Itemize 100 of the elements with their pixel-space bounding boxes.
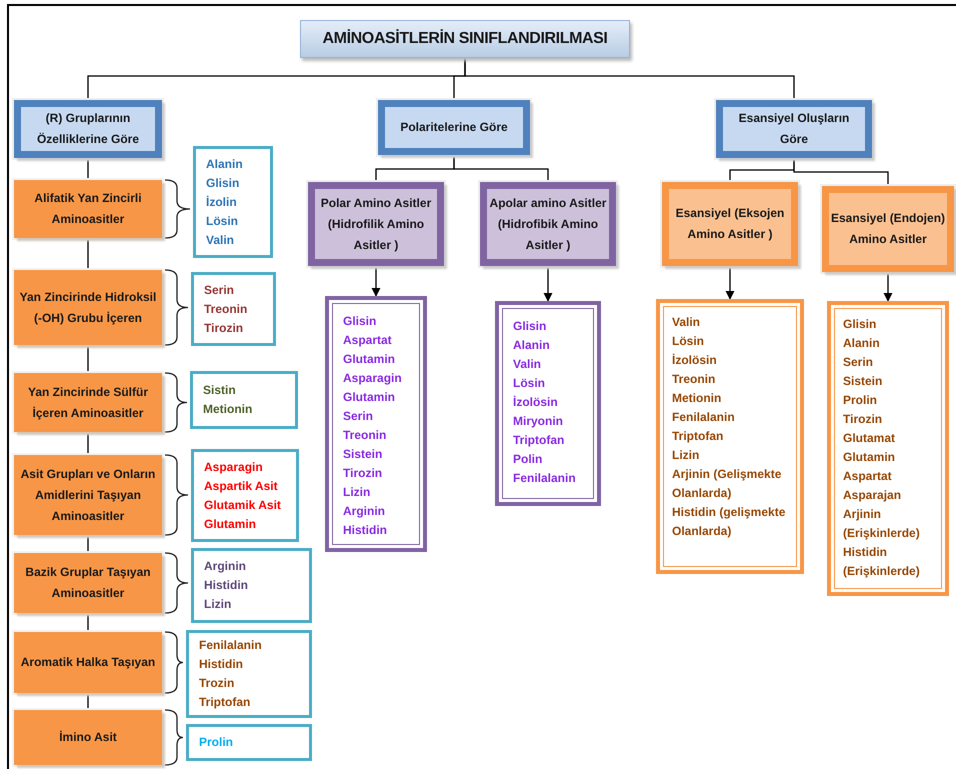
list-box <box>193 146 273 258</box>
list-box <box>191 449 299 542</box>
connector-line <box>464 58 795 100</box>
amino-acid-name: Alanin <box>206 156 243 172</box>
box-label: Alifatik Yan Zincirli Aminoasitler <box>33 190 143 228</box>
box-label: Asit Grupları ve Onların Amidlerini Taşıyan Aminoasitler <box>20 466 156 524</box>
amino-acid-name: Arjinin (Gelişmekte Olanlarda) <box>672 466 782 502</box>
amino-acid-name: Miryonin <box>513 413 563 430</box>
amino-acid-name: Glutamin <box>343 351 396 368</box>
amino-acid-name: Glisin <box>843 316 876 333</box>
box-label: AMİNOASİTLERİN SINIFLANDIRILMASI <box>322 30 608 48</box>
box-label: Esansiyel (Endojen) Amino Asitler <box>830 210 946 248</box>
amino-acid-name: Treonin <box>672 371 716 388</box>
amino-acid-name: Aspartik Asit <box>204 478 278 494</box>
amino-acid-name: Asparagin <box>343 370 402 387</box>
amino-acid-name: Histidin <box>204 577 248 594</box>
list-box <box>656 299 804 574</box>
group-box <box>14 632 162 693</box>
amino-acid-name: Valin <box>672 314 700 331</box>
amino-acid-name: Lizin <box>343 484 370 501</box>
amino-acid-name: Alanin <box>513 337 550 354</box>
category-box <box>662 182 798 266</box>
amino-acid-name: Triptofan <box>199 694 250 711</box>
box-label: Aromatik Halka Taşıyan <box>20 654 156 671</box>
amino-acid-name: Metionin <box>203 401 252 418</box>
amino-acid-name: Fenilalanin <box>672 409 735 426</box>
amino-acid-name: Serin <box>204 282 234 298</box>
amino-acid-name: Triptofan <box>672 428 724 445</box>
amino-acid-name: Triptofan <box>513 432 564 449</box>
list-box <box>827 301 949 596</box>
amino-acid-name: Sistin <box>203 382 236 399</box>
amino-acid-name: Histidin (Erişkinlerde) <box>843 544 921 580</box>
list-box <box>186 724 312 761</box>
connector-line <box>87 238 89 270</box>
amino-acid-name: Serin <box>343 408 374 425</box>
list-box <box>495 301 601 506</box>
arrow <box>725 266 735 300</box>
amino-acid-name: Aspartat <box>843 468 892 485</box>
amino-acid-name: Prolin <box>843 392 878 409</box>
connector-line <box>793 158 889 186</box>
amino-acid-name: Arjinin (Erişkinlerde) <box>843 506 921 542</box>
box-label: İmino Asit <box>59 729 117 746</box>
amino-acid-name: Glutamat <box>843 430 896 447</box>
amino-acid-name: Alanin <box>843 335 880 352</box>
amino-acid-name: Sistein <box>343 446 382 463</box>
arrow <box>543 266 553 302</box>
box-label: Esansiyel Oluşların Göre <box>738 110 850 148</box>
amino-acid-name: Tirozin <box>843 411 882 428</box>
title-box <box>300 20 630 58</box>
group-box <box>14 270 162 345</box>
category-box <box>480 182 616 266</box>
amino-acid-name: Histidin <box>199 656 243 673</box>
amino-acid-name: Glutamik Asit <box>204 496 281 514</box>
amino-acid-name: Arginin <box>343 503 385 520</box>
category-box <box>308 182 444 266</box>
list-box <box>191 548 312 623</box>
amino-acid-name: Lizin <box>204 596 232 613</box>
amino-acid-name: Valin <box>206 232 234 248</box>
amino-acid-name: Glisin <box>343 313 376 330</box>
amino-acid-name: İzolin <box>206 194 237 210</box>
box-label: Polaritelerine Göre <box>400 119 508 136</box>
box-label: Yan Zincirinde Hidroksil (-OH) Grubu İçeren <box>18 288 158 326</box>
box-label: Yan Zincirinde Sülfür İçeren Aminoasitler <box>26 384 150 422</box>
group-box <box>14 553 162 613</box>
list-box <box>325 296 427 552</box>
amino-acid-name: Glutamin <box>343 389 396 406</box>
box-label: Polar Amino Asitler (Hidrofilik Amino Asitler ) <box>320 194 432 254</box>
group-box <box>14 180 162 238</box>
category-box <box>14 100 162 158</box>
group-box <box>14 710 162 765</box>
amino-acid-name: Lösin <box>206 212 238 230</box>
amino-acid-name: Metionin <box>672 390 722 407</box>
amino-acid-name: Treonin <box>343 427 386 444</box>
amino-acid-name: Valin <box>513 356 542 373</box>
arrow <box>371 266 381 297</box>
amino-acid-name: Glutamin <box>843 449 896 466</box>
category-box <box>378 100 530 155</box>
amino-acid-name: Prolin <box>199 734 234 751</box>
amino-acid-name: Tirozin <box>204 320 244 336</box>
list-box <box>191 272 276 346</box>
list-box <box>190 371 298 429</box>
connector-line <box>453 155 549 182</box>
group-box <box>14 373 162 432</box>
amino-acid-name: Glisin <box>513 318 546 335</box>
amino-acid-name: Asparagin <box>204 458 263 476</box>
box-label: Esansiyel (Eksojen Amino Asitler ) <box>674 205 786 243</box>
arrow <box>883 272 893 302</box>
box-label: Apolar amino Asitler (Hidrofibik Amino Asitler ) <box>488 194 608 254</box>
amino-acid-name: Sistein <box>843 373 882 390</box>
category-box <box>822 186 954 272</box>
amino-acid-name: Aspartat <box>343 332 392 349</box>
box-label: (R) Gruplarının Özelliklerine Göre <box>36 110 140 148</box>
list-box <box>186 630 312 718</box>
amino-acid-name: Fenilalanin <box>199 637 262 654</box>
amino-acid-name: Histidin (gelişmekte Olanlarda) <box>672 504 786 540</box>
amino-acid-name: Lizin <box>672 447 700 464</box>
box-label: Bazik Gruplar Taşıyan Aminoasitler <box>24 564 152 602</box>
category-box <box>716 100 872 158</box>
amino-acid-name: Serin <box>843 354 874 371</box>
amino-acid-name: Tirozin <box>343 465 382 482</box>
